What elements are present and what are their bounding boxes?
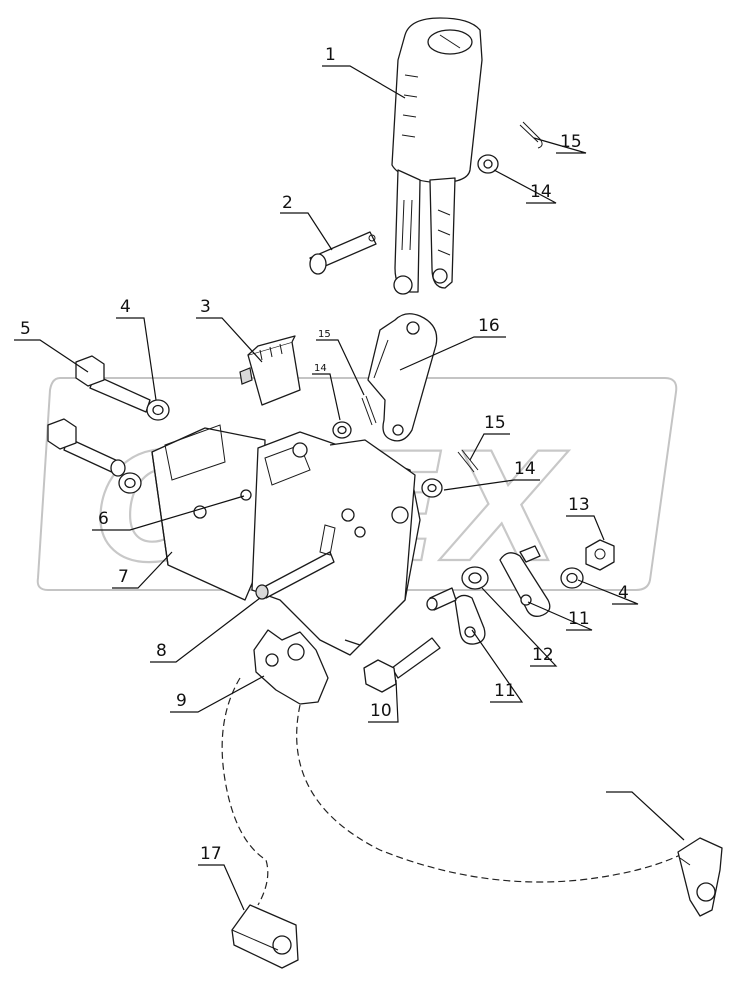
part-14-washer-right xyxy=(421,478,443,498)
part-16-lever-plate xyxy=(367,313,438,442)
part-4-washer-right xyxy=(560,567,584,589)
callouts: 1 2 3 4 5 6 7 8 9 10 11 12 11 4 13 14 15… xyxy=(20,45,629,864)
callout-12: 12 xyxy=(532,645,554,665)
part-2-pin xyxy=(309,231,377,275)
callout-13: 13 xyxy=(568,495,590,515)
callout-4-upper: 4 xyxy=(120,297,131,317)
callout-16: 16 xyxy=(478,316,500,336)
cable xyxy=(221,677,691,906)
right-terminal xyxy=(677,837,723,917)
callout-17: 17 xyxy=(200,844,222,864)
callout-14-top: 14 xyxy=(530,182,552,202)
callout-15-top: 15 xyxy=(560,132,582,152)
part-3-block xyxy=(239,335,301,406)
callout-7: 7 xyxy=(118,567,129,587)
part-11-link-upper xyxy=(499,545,551,617)
part-4-washer-lower xyxy=(118,472,142,494)
part-13-nut xyxy=(585,539,615,571)
callout-14-mid: 14 xyxy=(314,363,327,374)
callout-9: 9 xyxy=(176,691,187,711)
callout-11-upper: 11 xyxy=(568,609,590,629)
callout-10: 10 xyxy=(370,701,392,721)
part-14-washer-mid xyxy=(332,421,352,439)
callout-5: 5 xyxy=(20,319,31,339)
part-11-link-lower xyxy=(426,587,486,645)
callout-15-mid: 15 xyxy=(318,329,331,340)
callout-3: 3 xyxy=(200,297,211,317)
part-12-spacer xyxy=(461,566,489,590)
callout-11-lower: 11 xyxy=(494,681,516,701)
part-5-bolt-lower xyxy=(47,418,126,477)
callout-14-right: 14 xyxy=(514,459,536,479)
part-1-pedal-lever xyxy=(391,17,483,295)
leader-lines xyxy=(14,65,685,911)
callout-15-right: 15 xyxy=(484,413,506,433)
part-17-terminal xyxy=(231,904,299,969)
part-14-washer-top xyxy=(477,154,499,174)
part-15-cotter-pin-mid xyxy=(361,395,377,426)
callout-2: 2 xyxy=(282,193,293,213)
callout-8: 8 xyxy=(156,641,167,661)
part-4-washer-upper xyxy=(146,399,170,421)
callout-6: 6 xyxy=(98,509,109,529)
part-5-bolt-upper xyxy=(75,355,151,413)
part-9-mount xyxy=(253,629,329,705)
callout-4-right: 4 xyxy=(618,583,629,603)
part-10-bolt xyxy=(363,637,441,693)
part-7-bracket xyxy=(151,424,266,601)
part-15-cotter-pin-top xyxy=(519,121,543,149)
part-8-frame xyxy=(251,431,421,656)
callout-1: 1 xyxy=(325,45,336,65)
